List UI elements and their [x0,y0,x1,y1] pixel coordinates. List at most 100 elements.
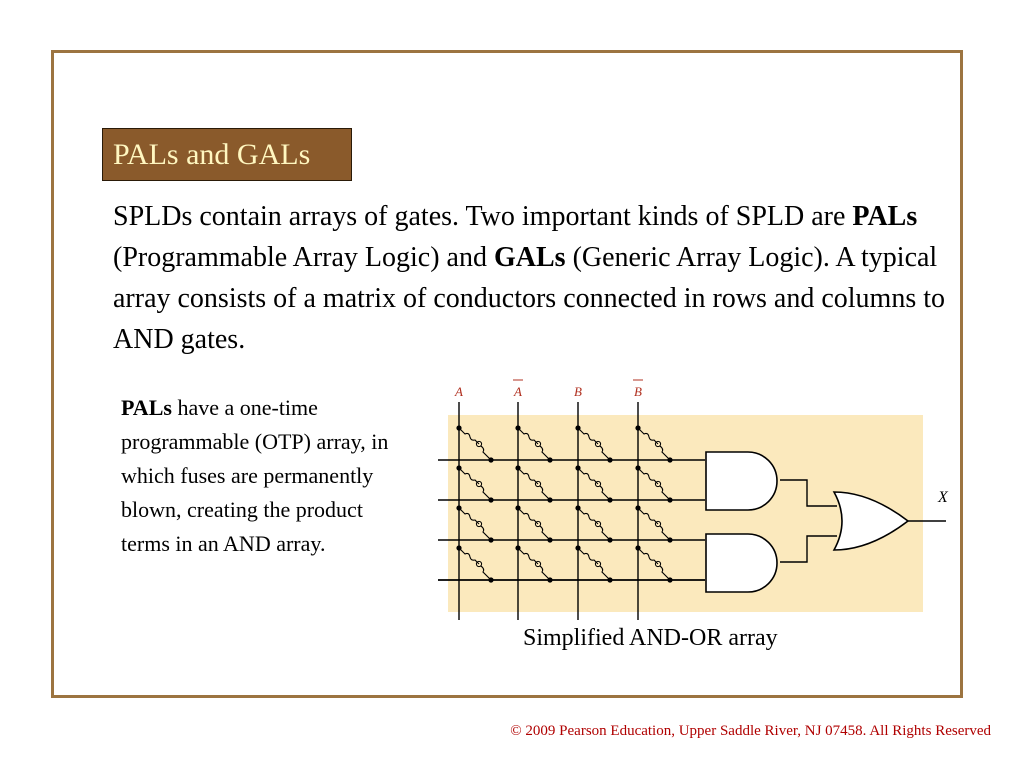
fuse-3-1 [515,545,553,583]
fuse-node-open [534,520,542,528]
fuse-wire-lower [539,445,551,461]
fuse-0-0 [456,425,494,463]
fuse-node-open [654,480,662,488]
fuse-2-1 [515,505,553,543]
fuse-wire [517,427,539,445]
intro-text-3: (Generic Array Logic). A typical array c… [113,242,946,355]
fuse-wire [577,547,599,565]
fuse-node-bottom [547,577,553,583]
and-gate-1 [705,451,778,511]
fuse-1-0 [456,465,494,503]
fuse-node-bottom [547,457,553,463]
fuse-2-2 [575,505,613,543]
fuse-node-open [654,520,662,528]
fuse-wire [458,547,480,565]
fuse-node-open [594,560,602,568]
and-or-array-diagram: A A B B X [438,379,949,620]
fuse-node-open [534,440,542,448]
fuse-wire [637,427,659,445]
input-label-0: A [454,384,463,399]
fuse-node-open [654,440,662,448]
intro-gals-term: GALs [493,242,566,273]
fuse-node-bottom [607,457,613,463]
slide-frame [51,50,963,698]
fuse-node-bottom [667,537,673,543]
fuse-0-2 [575,425,613,463]
pal-description: PALs have a one-time programmable (OTP) … [121,391,411,561]
fuse-3-3 [635,545,673,583]
diagram-caption: Simplified AND-OR array [523,625,778,651]
fuse-links [456,425,673,583]
fuse-wire-lower [539,485,551,501]
fuse-node-open [594,440,602,448]
fuse-node-open [654,560,662,568]
fuse-wire-lower [480,565,492,581]
fuse-wire [637,547,659,565]
fuse-wire-lower [599,485,611,501]
or-gate [832,491,910,551]
fuse-node-open [475,520,483,528]
fuse-wire-lower [659,565,671,581]
fuse-wire-lower [480,485,492,501]
input-label-2: B [574,384,582,399]
pal-description-text: have a one-time programmable (OTP) array… [121,395,389,556]
fuse-0-1 [515,425,553,463]
input-label-3: B [634,384,642,399]
fuse-1-2 [575,465,613,503]
fuse-node-bottom [607,497,613,503]
fuse-node-open [594,480,602,488]
fuse-wire [637,467,659,485]
fuse-2-3 [635,505,673,543]
fuse-node-bottom [488,497,494,503]
fuse-wire-lower [480,445,492,461]
fuse-wire-lower [659,445,671,461]
intro-text-1: SPLDs contain arrays of gates. Two impor… [113,201,853,232]
fuse-node-bottom [488,457,494,463]
fuse-node-open [475,560,483,568]
and-gate-2 [705,533,778,593]
fuse-node-bottom [607,537,613,543]
slide-title: PALs and GALs [102,128,352,181]
fuse-3-2 [575,545,613,583]
fuse-wire [517,547,539,565]
fuse-wire [517,467,539,485]
fuse-wire-lower [480,525,492,541]
fuse-wire [577,427,599,445]
fuse-wire [458,467,480,485]
fuse-node-bottom [667,577,673,583]
fuse-wire [577,507,599,525]
intro-text-2: (Programmable Array Logic) and [113,242,494,273]
fuse-node-open [475,440,483,448]
copyright-footer: © 2009 Pearson Education, Upper Saddle R… [510,723,991,739]
fuse-node-open [534,480,542,488]
fuse-node-bottom [547,497,553,503]
fuse-2-0 [456,505,494,543]
fuse-wire [458,507,480,525]
input-label-1: A [513,384,522,399]
fuse-node-bottom [547,537,553,543]
fuse-wire [458,427,480,445]
pal-description-term: PALs [121,395,172,420]
fuse-wire-lower [599,565,611,581]
fuse-node-bottom [667,457,673,463]
wire-and2-to-or [780,535,837,563]
fuse-wire-lower [659,485,671,501]
fuse-node-open [534,560,542,568]
fuse-node-bottom [667,497,673,503]
fuse-node-bottom [607,577,613,583]
fuse-wire [577,467,599,485]
fuse-wire-lower [599,525,611,541]
fuse-node-open [475,480,483,488]
output-label-x: X [937,489,949,506]
intro-paragraph: SPLDs contain arrays of gates. Two impor… [113,196,963,360]
fuse-node-open [594,520,602,528]
logic-gates [705,451,946,593]
wire-and1-to-or [780,479,837,507]
fuse-wire-lower [659,525,671,541]
conductor-grid [438,402,705,620]
fuse-wire [517,507,539,525]
fuse-1-1 [515,465,553,503]
fuse-3-0 [456,545,494,583]
fuse-wire-lower [599,445,611,461]
